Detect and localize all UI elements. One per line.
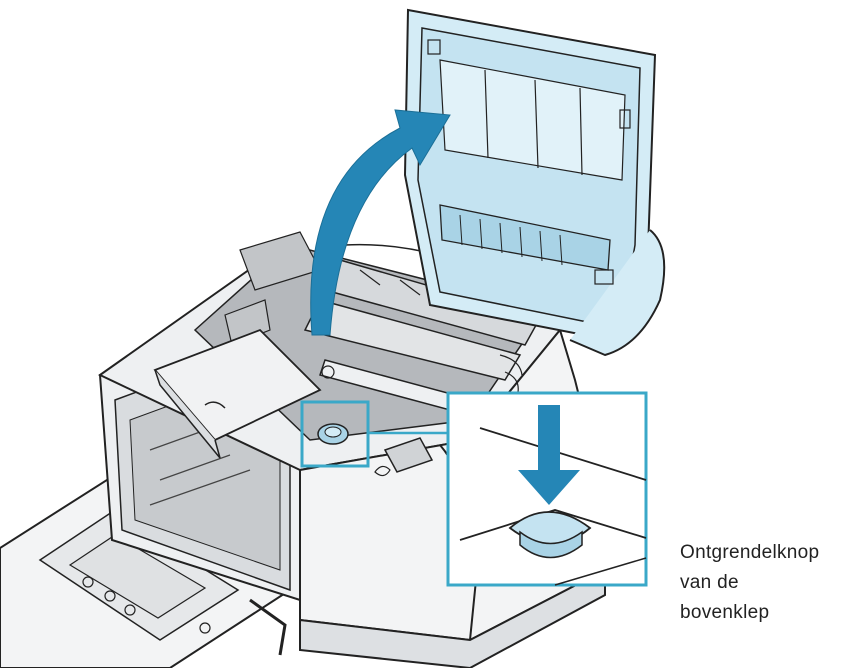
top-cover-open (403, 8, 666, 357)
zoom-inset (446, 391, 648, 587)
front-door-open (0, 476, 292, 668)
label-line-2: van de (680, 572, 739, 593)
label-line-1: Ontgrendelknop (680, 542, 820, 563)
release-button-label: Ontgrendelknop van de bovenklep (680, 538, 855, 628)
printer-interior (153, 231, 547, 459)
press-down-arrow-icon (518, 405, 580, 505)
label-line-3: bovenklep (680, 602, 770, 623)
curved-open-arrow-icon (310, 109, 451, 336)
release-button-icon (317, 423, 349, 445)
